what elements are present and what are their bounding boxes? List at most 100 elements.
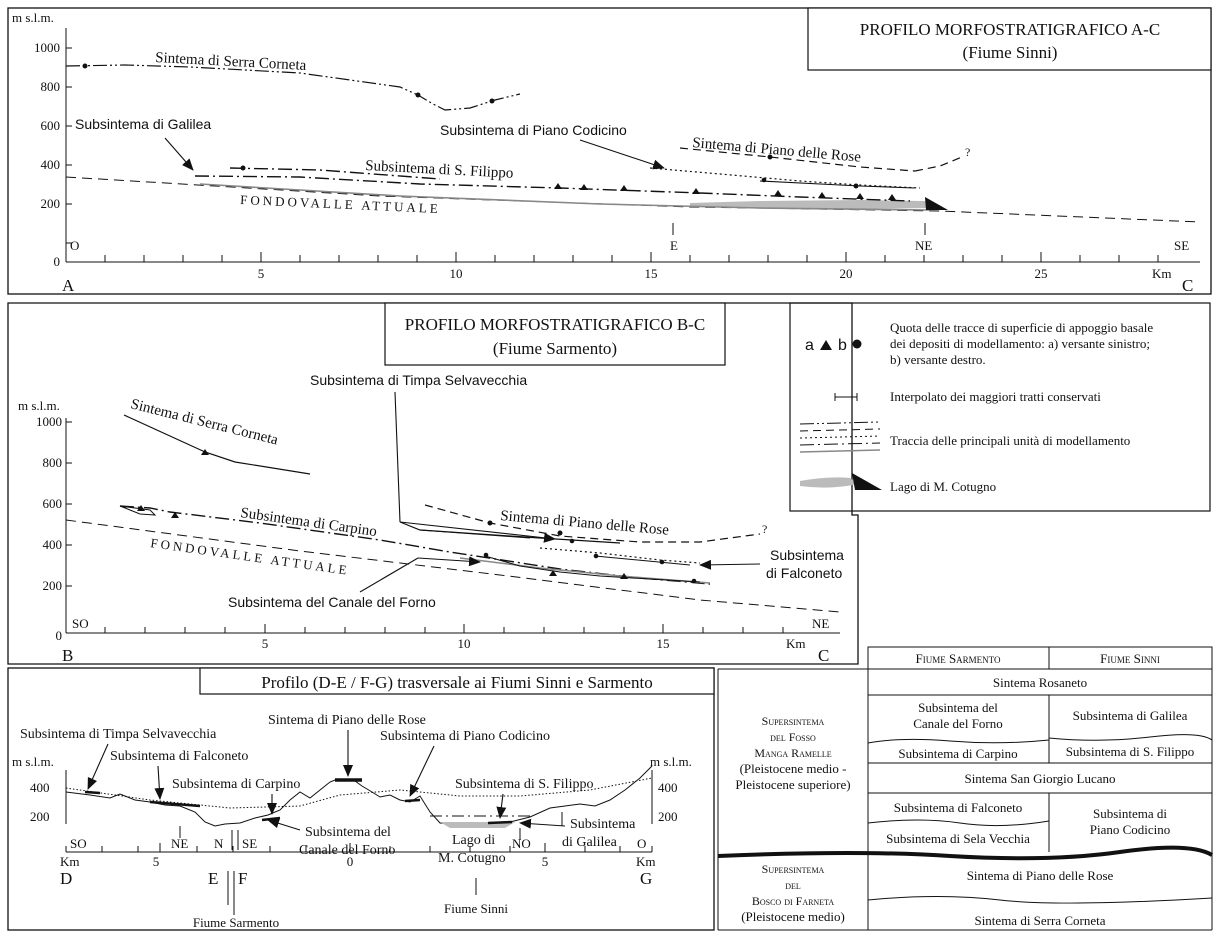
subsintema-canale-forno: Subsintema del	[918, 700, 998, 715]
x-axis-unit-right: Km	[636, 854, 656, 869]
supersintema-fosso-age-2: Pleistocene superiore)	[735, 777, 850, 792]
supersintema-bosco-label: Supersintema	[762, 862, 825, 876]
col-header-sinni: Fiume Sinni	[1100, 651, 1160, 666]
serra-corneta-label: Sintema di Serra Corneta	[129, 396, 280, 448]
direction-label: NE	[915, 238, 932, 253]
y-tick-label: 400	[43, 537, 63, 552]
legend-sym-b: b	[838, 337, 847, 354]
legend-item-3: Traccia delle principali unità di modell…	[890, 433, 1130, 448]
galilea-label-2: di Galilea	[562, 835, 618, 850]
legend: a b Quota delle tracce di superficie di …	[789, 302, 1211, 512]
triangle-icon	[820, 340, 832, 350]
x-tick-label: 20	[840, 266, 853, 281]
fiume-sinni-label: Fiume Sinni	[444, 901, 508, 916]
lake-icon	[800, 473, 882, 490]
falconeto-label-2: di Falconeto	[766, 565, 842, 581]
y-tick-label: 1000	[36, 414, 62, 429]
uncertain-mark: ?	[965, 145, 970, 159]
x-tick-label: 0	[347, 854, 354, 869]
y-tick-label: 200	[658, 809, 678, 824]
galilea-trace	[199, 183, 931, 211]
panel-bc-title: PROFILO MORFOSTRATIGRAFICO B-C	[405, 315, 705, 334]
timpa-label: Subsintema di Timpa Selvavecchia	[20, 727, 217, 742]
y-tick-label: 200	[30, 809, 50, 824]
profile-start-point: A	[62, 276, 75, 295]
y-tick-label: 400	[30, 780, 50, 795]
x-axis-unit: Km	[1152, 266, 1172, 281]
s-filippo-label: Subsintema di S. Filippo	[365, 158, 514, 182]
profile-point-f: F	[238, 869, 247, 888]
sintema-serra-corneta: Sintema di Serra Corneta	[974, 913, 1105, 928]
current-valley-floor-label: Fondovalle Attuale	[150, 535, 351, 578]
supersintema-fosso-label: Supersintema	[762, 714, 825, 728]
current-valley-floor-line	[65, 519, 841, 613]
piano-codicino-label: Subsintema di Piano Codicino	[380, 729, 550, 744]
direction-label: SE	[1174, 238, 1189, 253]
fiume-sarmento-label: Fiume Sarmento	[193, 915, 279, 930]
lago-label-2: M. Cotugno	[438, 851, 506, 866]
panel-dg-title: Profilo (D-E / F-G) trasversale ai Fiumi…	[261, 673, 652, 692]
canale-forno-trace	[459, 557, 711, 584]
unconformity-line	[717, 845, 1214, 861]
lake-cotugno-icon	[925, 197, 948, 210]
direction-label: SO	[72, 616, 89, 631]
x-tick-label: 10	[450, 266, 463, 281]
x-tick-label: 5	[153, 854, 160, 869]
profile-end-point: C	[818, 646, 829, 665]
x-tick-label: 25	[1035, 266, 1048, 281]
panel-bc-subtitle: (Fiume Sarmento)	[493, 339, 617, 358]
x-axis-unit: Km	[786, 636, 806, 651]
profile-point-e: E	[208, 869, 218, 888]
lake-cotugno-area	[690, 200, 930, 209]
piano-rose-label: Sintema di Piano delle Rose	[500, 508, 670, 539]
supersintema-bosco-label-3: Bosco di Farneta	[752, 894, 834, 908]
piano-rose-label: Sintema di Piano delle Rose	[268, 713, 426, 728]
galilea-label: Subsintema di Galilea	[75, 116, 211, 132]
unit-traces-icon	[799, 421, 881, 453]
piano-codicino-trace	[649, 167, 921, 189]
supersintema-fosso-label-2: del Fosso	[770, 730, 816, 744]
y-tick-label: 400	[41, 157, 61, 172]
canale-forno-label: Subsintema del	[305, 825, 391, 840]
profile-point-g: G	[640, 869, 652, 888]
panel-bc-title-box	[384, 302, 726, 366]
y-axis-unit: m s.l.m.	[12, 10, 54, 25]
direction-label: SO	[70, 836, 87, 851]
x-tick-label: 10	[458, 636, 471, 651]
y-tick-label: 800	[43, 455, 63, 470]
panel-dg-title-box	[199, 667, 715, 695]
legend-item-4: Lago di M. Cotugno	[890, 479, 996, 494]
panel-ac-title: PROFILO MORFOSTRATIGRAFICO A-C	[860, 20, 1160, 39]
subsintema-canale-forno-2: Canale del Forno	[913, 716, 1003, 731]
direction-label: O	[70, 238, 79, 253]
panel-ac-title-box	[807, 7, 1212, 71]
falconeto-label: Subsintema di Falconeto	[110, 749, 248, 764]
panel-ac: PROFILO MORFOSTRATIGRAFICO A-C (Fiume Si…	[7, 7, 1212, 295]
canale-forno-label: Subsintema del Canale del Forno	[228, 594, 436, 610]
subsintema-falconeto: Subsintema di Falconeto	[894, 800, 1023, 815]
panel-dg: Profilo (D-E / F-G) trasversale ai Fiumi…	[7, 667, 715, 931]
dot-icon	[852, 339, 862, 349]
y-tick-label: 600	[43, 496, 63, 511]
direction-label: E	[670, 238, 678, 253]
direction-label: NO	[512, 836, 531, 851]
x-tick-label: 15	[645, 266, 658, 281]
y-tick-label: 800	[41, 79, 61, 94]
falconeto-trace	[539, 547, 701, 564]
direction-label: O	[637, 836, 646, 851]
subsintema-sela-vecchia: Subsintema di Sela Vecchia	[886, 831, 1030, 846]
panel-dg-frame	[7, 667, 715, 931]
direction-label: SE	[242, 836, 257, 851]
legend-item-1: Quota delle tracce di superficie di appo…	[890, 320, 1153, 335]
stratigraphic-table: Fiume Sarmento Fiume Sinni Supersintema …	[717, 646, 1214, 931]
uncertain-mark: ?	[762, 522, 767, 536]
serra-corneta-label: Sintema di Serra Corneta	[155, 50, 307, 74]
timpa-label: Subsintema di Timpa Selvavecchia	[310, 372, 527, 388]
sintema-san-giorgio: Sintema San Giorgio Lucano	[964, 771, 1115, 786]
panel-ac-subtitle: (Fiume Sinni)	[963, 43, 1058, 62]
y-tick-label: 1000	[34, 40, 60, 55]
s-filippo-label: Subsintema di S. Filippo	[455, 777, 593, 792]
y-tick-label: 0	[56, 628, 63, 643]
piano-rose-trace	[679, 147, 916, 172]
